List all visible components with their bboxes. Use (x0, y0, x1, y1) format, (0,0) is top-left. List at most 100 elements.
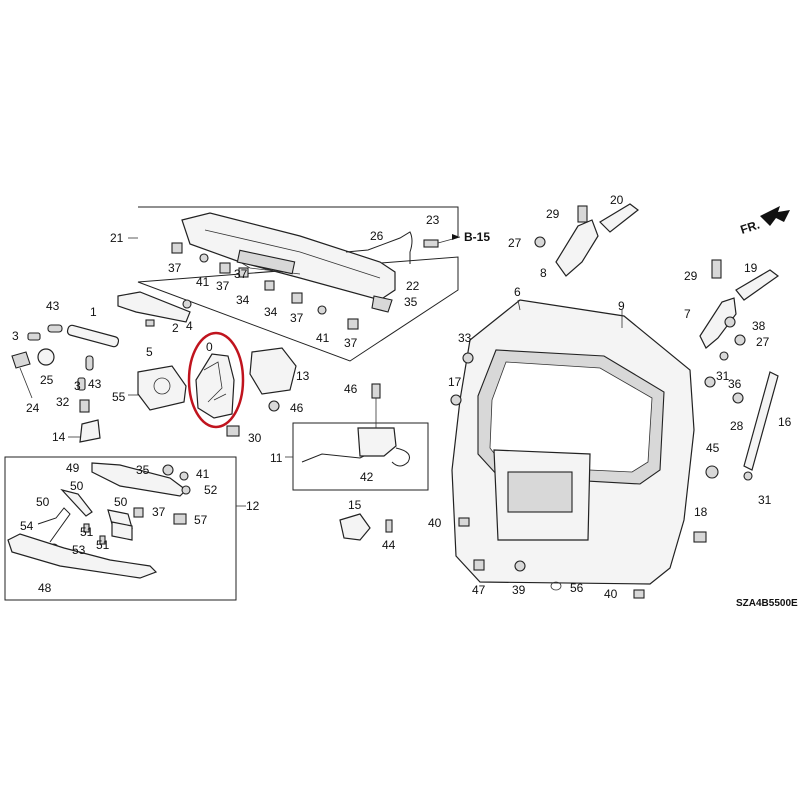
callout-35a: 35 (404, 295, 418, 309)
tailgate-latch-0 (195, 353, 235, 419)
callout-2: 2 (172, 321, 179, 335)
grommet-33 (462, 352, 474, 364)
callout-53: 53 (72, 543, 86, 557)
callout-37d: 37 (344, 336, 358, 350)
callout-3a: 3 (12, 329, 19, 343)
rod-group-box (292, 422, 429, 491)
bolt-29-b (711, 259, 722, 279)
callout-31b: 31 (758, 493, 772, 507)
callout-38: 38 (752, 319, 766, 333)
bulb-25 (37, 348, 55, 366)
latch-detail (203, 361, 227, 403)
handle-switch-15 (339, 513, 371, 541)
hinge-cover-19 (735, 269, 780, 301)
callout-50a: 50 (70, 479, 84, 493)
callout-50c: 50 (114, 495, 128, 509)
callout-28: 28 (730, 419, 744, 433)
callout-51b: 51 (96, 538, 110, 552)
callout-0: 0 (206, 340, 213, 354)
striker-42 (357, 427, 397, 457)
socket-24 (11, 351, 31, 369)
leader-24 (19, 367, 33, 399)
bolt-30 (226, 425, 240, 437)
callout-51a: 51 (80, 525, 94, 539)
clip-5 (145, 319, 155, 327)
clip-34-b (264, 280, 275, 291)
callout-27b: 27 (756, 335, 770, 349)
clip-36 (704, 376, 716, 388)
callout-43a: 43 (46, 299, 60, 313)
clip-46-a (268, 400, 280, 412)
callout-37c: 37 (290, 311, 304, 325)
clip-51-b (99, 535, 106, 545)
callout-45: 45 (706, 441, 720, 455)
callout-17: 17 (448, 375, 462, 389)
callout-36: 36 (728, 377, 742, 391)
screw-32 (79, 399, 90, 413)
harness-54 (37, 507, 71, 543)
bracket-14 (79, 419, 101, 443)
clip-51-a (83, 523, 90, 533)
callout-43b: 43 (88, 377, 102, 391)
clip-37-a (171, 242, 183, 254)
callout-44: 44 (382, 538, 396, 552)
clip-35-b (162, 464, 174, 476)
highlight-circle (187, 331, 245, 429)
callout-21: 21 (110, 231, 124, 245)
callout-15: 15 (348, 498, 362, 512)
clip-41-a (199, 253, 209, 263)
high-stop-lamp (236, 249, 296, 275)
callout-52: 52 (204, 483, 218, 497)
direction-label: FR. (739, 218, 762, 237)
clip-45 (705, 465, 719, 479)
washer-nozzle-23 (423, 239, 439, 248)
nut-38 (724, 316, 736, 328)
callout-41a: 41 (196, 275, 210, 289)
license-plate-area (507, 471, 573, 513)
cap-35 (371, 295, 393, 313)
bolt-31-b (743, 471, 753, 481)
clip-37-b (219, 262, 231, 274)
clip-52 (181, 485, 191, 495)
callout-47: 47 (472, 583, 486, 597)
callout-9: 9 (618, 299, 625, 313)
callout-50b: 50 (36, 495, 50, 509)
callout-40b: 40 (604, 587, 618, 601)
grommet-39 (514, 560, 526, 572)
callout-37b: 37 (234, 267, 248, 281)
clip-28 (732, 392, 744, 404)
screw-44 (385, 519, 393, 533)
garnish-group-box (4, 456, 237, 601)
seal-50-c (111, 521, 133, 541)
bolt-31-a (719, 351, 729, 361)
callout-46b: 46 (344, 382, 358, 396)
callout-4: 4 (186, 319, 193, 333)
callout-12: 12 (246, 499, 260, 513)
callout-7: 7 (684, 307, 691, 321)
clip-4 (182, 299, 192, 309)
clip-40-b (633, 589, 645, 599)
callout-20: 20 (610, 193, 624, 207)
callout-18: 18 (694, 505, 708, 519)
callout-14: 14 (52, 430, 66, 444)
pin-3-a (27, 332, 41, 341)
callout-5: 5 (146, 345, 153, 359)
callout-31a: 31 (716, 369, 730, 383)
license-lamp-2 (117, 291, 191, 323)
clip-41-c (179, 471, 189, 481)
seal-50-a (60, 488, 93, 517)
callout-37a: 37 (168, 261, 182, 275)
hinge-cover-20 (599, 203, 639, 233)
callout-30: 30 (248, 431, 262, 445)
leader-6 (517, 299, 521, 311)
callout-39: 39 (512, 583, 526, 597)
license-light-rod (66, 324, 120, 348)
callout-19: 19 (744, 261, 758, 275)
garnish-48 (7, 533, 158, 579)
clip-57 (173, 513, 187, 525)
callout-34a: 34 (236, 293, 250, 307)
gas-strut-16 (743, 371, 779, 471)
pin-43-b (85, 355, 94, 371)
callout-56: 56 (570, 581, 584, 595)
